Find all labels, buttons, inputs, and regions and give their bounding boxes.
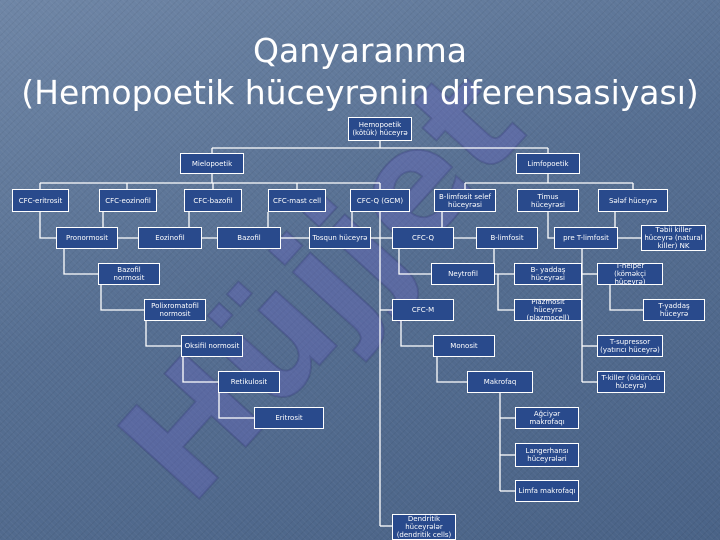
node-cfc-eozinofil: CFC-eozinofil: [99, 189, 157, 212]
node-eozinofil: Eozinofil: [138, 227, 202, 249]
node-b-yaddas: B- yaddaş hüceyrəsi: [514, 263, 582, 285]
node-mielopoetik: Mielopoetik: [180, 153, 244, 174]
node-cfc-q-gcm: CFC-Q (GCM): [350, 189, 410, 212]
title-line-1: Qanyaranma: [253, 31, 467, 70]
node-neytrofil: Neytrofil: [431, 263, 495, 285]
node-pre-t-limfosit: pre T-limfosit: [554, 227, 618, 249]
node-plazmosit: Plazmosit hüceyrə (plazmocell): [514, 299, 582, 321]
node-t-yaddas: T-yaddaş hüceyrə: [643, 299, 705, 321]
node-bazofil: Bazofil: [217, 227, 281, 249]
node-selef: Sələf hüceyrə: [598, 189, 668, 212]
node-tosqun: Tosqun hüceyrə: [309, 227, 371, 249]
node-cfc-mast-cell: CFC-mast cell: [268, 189, 326, 212]
node-polixromatofil-normosit: Polixromatofil normosit: [144, 299, 206, 321]
node-cfc-eritrosit: CFC-eritrosit: [12, 189, 69, 212]
node-stem-cell: Hemopoetik (kötük) hüceyrə: [348, 117, 412, 141]
node-b-limfosit-selef: B-limfosit selef hüceyrəsi: [434, 189, 496, 212]
node-b-limfosit: B-limfosit: [476, 227, 538, 249]
node-timus: Timus hüceyrəsi: [517, 189, 579, 212]
node-bazofil-normosit: Bazofil normosit: [98, 263, 160, 285]
node-t-killer: T-killer (öldürücü hüceyrə): [597, 371, 665, 393]
node-agciyer-makrofaq: Ağciyər makrofaqı: [515, 407, 579, 429]
node-limfa-makrofaq: Limfa makrofaqı: [515, 480, 579, 502]
node-tebii-killer: Təbii killer hüceyrə (natural killer) NK: [641, 225, 706, 251]
node-dendritik: Dendritik hüceyrələr (dendritik cells): [392, 514, 456, 540]
node-eritrosit: Eritrosit: [254, 407, 324, 429]
node-makrofaq: Makrofaq: [467, 371, 533, 393]
node-t-helper: T-helper (kömәkçi hüceyrə): [597, 263, 663, 285]
node-t-supressor: T-supressor (yatırıcı hüceyrə): [597, 335, 663, 357]
node-retikulosit: Retikulosit: [218, 371, 280, 393]
title-line-2: (Hemopoetik hüceyrənin diferensasiyası): [21, 73, 699, 112]
page-title: Qanyaranma (Hemopoetik hüceyrənin difere…: [0, 30, 720, 114]
node-limfopoetik: Limfopoetik: [516, 153, 580, 174]
node-oksifil-normosit: Oksifil normosit: [181, 335, 243, 357]
node-pronormosit: Pronormosit: [56, 227, 118, 249]
node-cfc-m: CFC-M: [392, 299, 454, 321]
node-cfc-bazofil: CFC-bazofil: [184, 189, 242, 212]
node-monosit: Monosit: [433, 335, 495, 357]
node-langerhans: Langerhansı hüceyrələri: [515, 443, 579, 467]
node-cfc-q: CFC-Q: [392, 227, 454, 249]
